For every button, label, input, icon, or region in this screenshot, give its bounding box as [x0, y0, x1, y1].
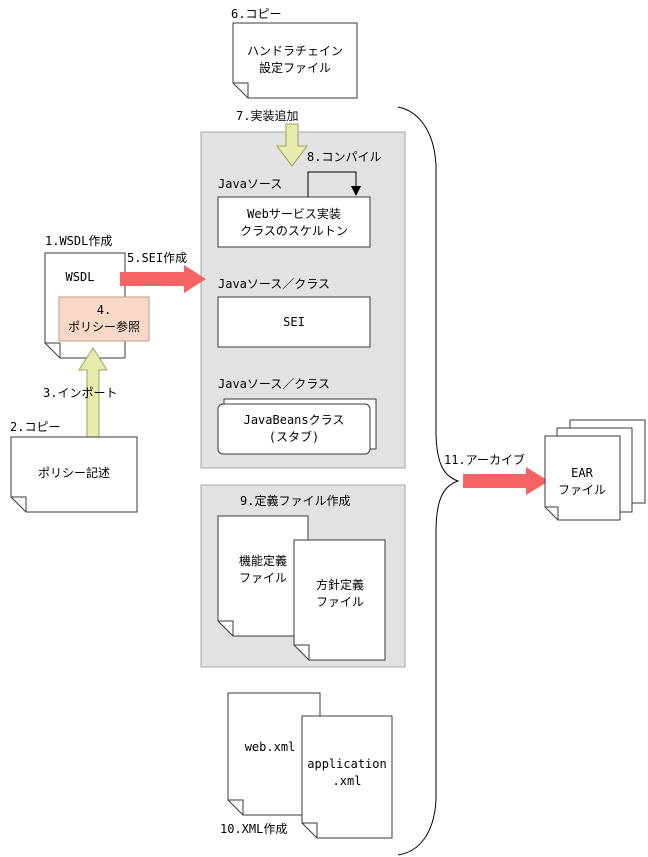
javabeans-line1: JavaBeansクラス [244, 413, 345, 427]
impl-skeleton-line1: Webサービス実装 [247, 206, 341, 221]
ear-file-stack: EAR ファイル [544, 419, 646, 521]
grouping-brace [397, 106, 460, 856]
ear-file-line1: EAR [571, 466, 593, 480]
handler-chain-doc-line2: 設定ファイル [259, 60, 331, 75]
wsdl-doc-label: WSDL [66, 270, 95, 284]
step-6-label: 6.コピー [231, 7, 281, 21]
compile-loop-arrowhead [351, 186, 361, 196]
policy-def-line2: ファイル [316, 595, 364, 609]
step-7-label: 7.実装追加 [236, 108, 298, 123]
javabeans-stub-box: JavaBeansクラス (スタブ) [217, 398, 377, 455]
step-2-label: 2.コピー [10, 420, 60, 434]
compile-loop-arrow [307, 171, 357, 197]
web-xml-label: web.xml [245, 740, 296, 754]
step-8-label: 8.コンパイル [307, 150, 381, 164]
step-10-label: 10.XML作成 [220, 822, 287, 836]
step-5-label: 5.SEI作成 [127, 251, 187, 265]
sei-box-label: SEI [283, 315, 305, 329]
impl-skeleton-line2: クラスのスケルトン [240, 224, 348, 238]
function-def-doc: 機能定義 ファイル [217, 515, 309, 637]
application-xml-doc: application .xml [301, 715, 393, 839]
add-impl-arrow [276, 123, 308, 167]
policy-ref-line2: ポリシー参照 [68, 319, 140, 334]
handler-chain-config-doc: ハンドラチェイン 設定ファイル [232, 22, 358, 99]
java-source-class-label-1: Javaソース／クラス [218, 277, 330, 291]
sei-create-arrow [120, 265, 206, 293]
policy-ref-box [58, 296, 150, 342]
application-xml-line1: application [307, 757, 386, 771]
step-9-label: 9.定義ファイル作成 [240, 493, 350, 508]
policy-def-doc: 方針定義 ファイル [293, 539, 386, 661]
function-def-line2: ファイル [239, 571, 287, 585]
web-xml-doc: web.xml [227, 692, 321, 816]
step-11-label: 11.アーカイブ [444, 452, 525, 467]
archive-arrow [463, 467, 549, 495]
impl-skeleton-box [217, 196, 371, 248]
policy-description-doc: ポリシー記述 [10, 436, 138, 513]
function-def-line1: 機能定義 [239, 553, 287, 568]
step-1-label: 1.WSDL作成 [45, 234, 112, 248]
application-xml-line2: .xml [333, 774, 362, 788]
policy-description-label: ポリシー記述 [38, 465, 110, 480]
import-arrow [78, 347, 108, 438]
step-3-label: 3.インポート [43, 386, 117, 400]
java-source-label: Javaソース [218, 177, 282, 191]
policy-ref-line1: 4. [97, 303, 111, 317]
policy-def-line1: 方針定義 [316, 577, 364, 592]
ear-file-line2: ファイル [558, 483, 606, 497]
java-source-class-label-2: Javaソース／クラス [218, 377, 330, 391]
javabeans-line2: (スタブ) [269, 429, 319, 444]
sei-box [217, 296, 371, 348]
handler-chain-doc-line1: ハンドラチェイン [247, 44, 343, 58]
